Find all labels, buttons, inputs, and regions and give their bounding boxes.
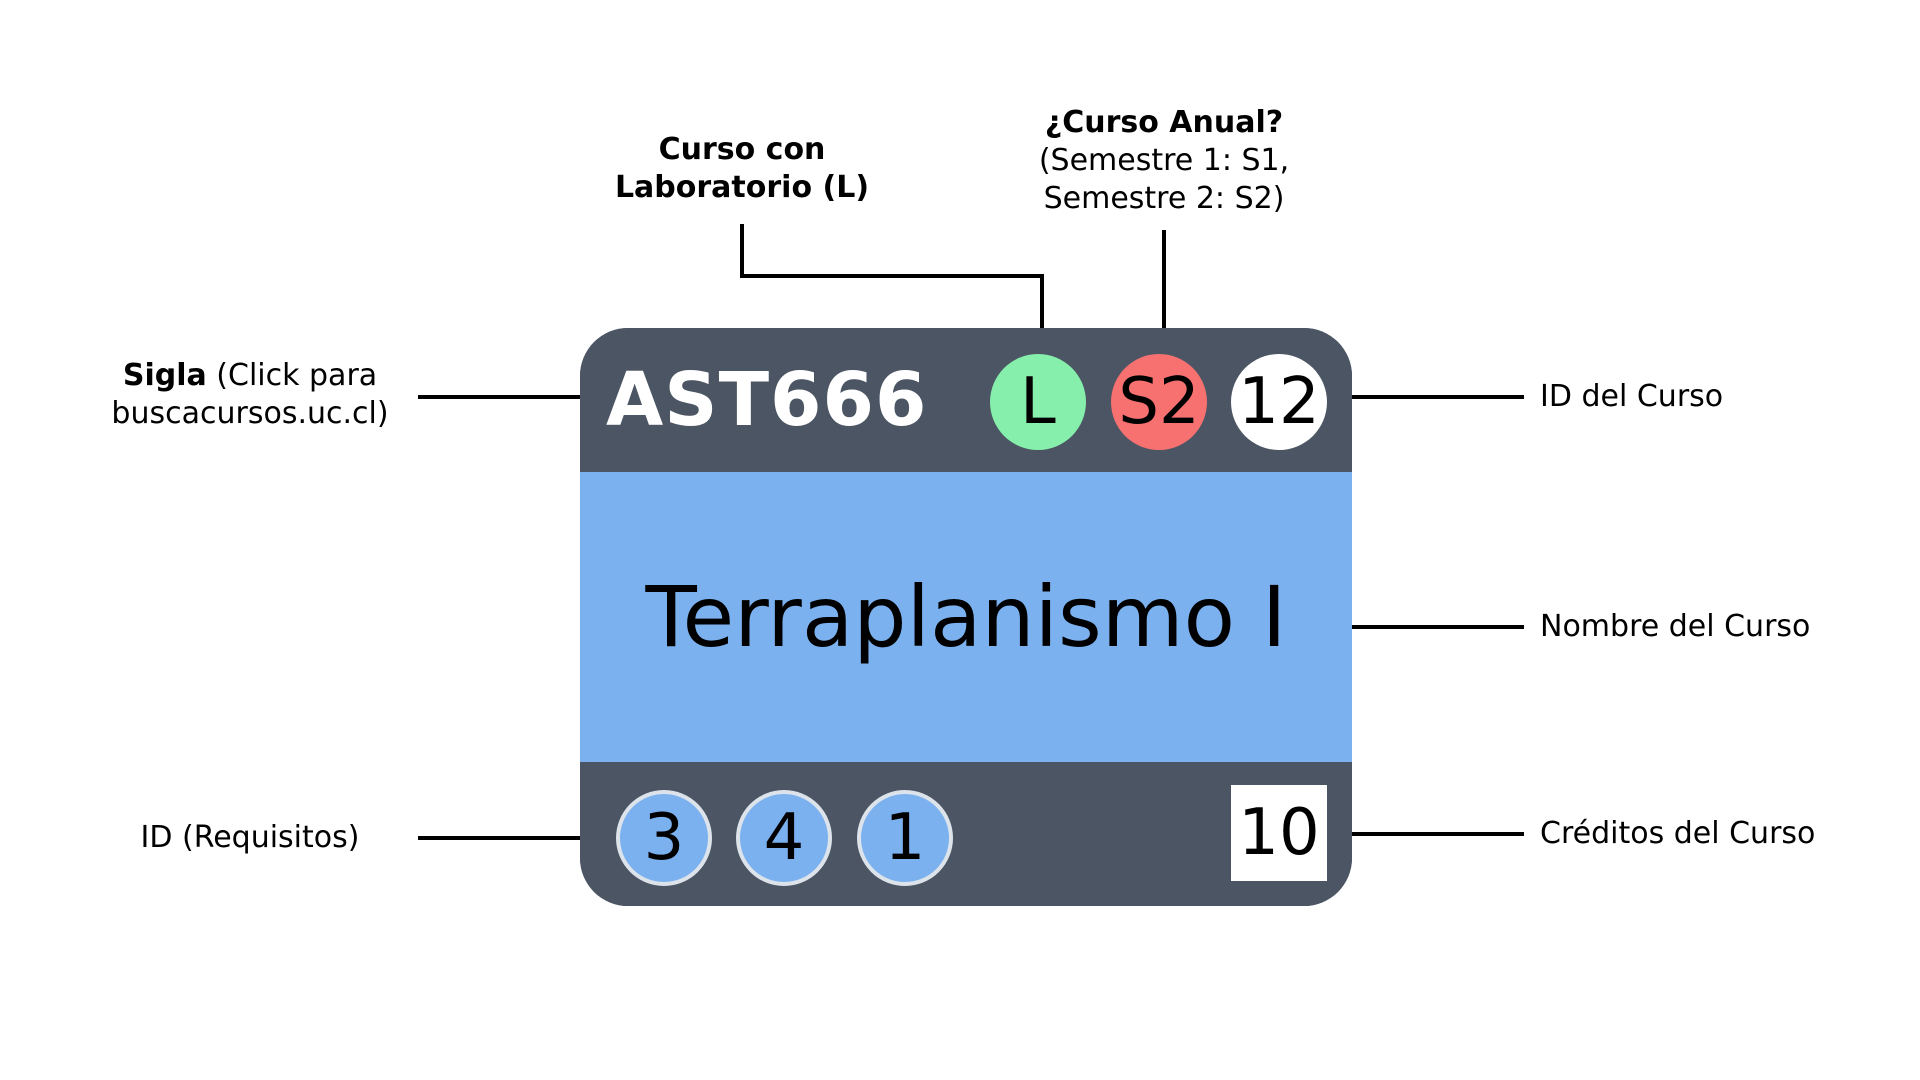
callout-course-name: Nombre del Curso	[1540, 609, 1811, 644]
credits-box: 10	[1231, 785, 1327, 881]
connector-lab	[740, 224, 1044, 330]
callout-lab: Curso con Laboratorio (L)	[592, 131, 892, 207]
course-card: AST666 L S2 12 Terraplanismo I 3 4 1 10	[580, 328, 1352, 906]
callout-requirements: ID (Requisitos)	[140, 820, 360, 855]
semester-badge: S2	[1111, 354, 1207, 450]
callout-annual-line2: (Semestre 1: S1,	[1038, 143, 1290, 178]
card-body: Terraplanismo I	[580, 472, 1352, 762]
callout-sigla-line2: buscacursos.uc.cl)	[111, 396, 389, 431]
callout-annual-line1: ¿Curso Anual?	[1044, 105, 1284, 140]
course-name: Terraplanismo I	[645, 568, 1287, 666]
callout-sigla-rest: (Click para	[206, 358, 378, 393]
card-header: AST666 L S2 12	[580, 328, 1352, 472]
callout-lab-line1: Curso con	[658, 132, 826, 167]
course-id-badge: 12	[1231, 354, 1327, 450]
callout-annual-line3: Semestre 2: S2)	[1043, 181, 1285, 216]
callout-credits: Créditos del Curso	[1540, 816, 1816, 851]
card-footer: 3 4 1 10	[580, 762, 1352, 906]
callout-lab-line2: Laboratorio (L)	[614, 170, 870, 205]
callout-sigla-bold: Sigla	[122, 358, 207, 393]
callout-sigla-line1: Sigla (Click para	[90, 357, 410, 395]
requirement-badge: 4	[736, 790, 832, 886]
callout-annual: ¿Curso Anual? (Semestre 1: S1, Semestre …	[1014, 104, 1314, 218]
requirement-badge: 1	[857, 790, 953, 886]
course-sigla-link[interactable]: AST666	[606, 357, 928, 443]
callout-sigla: Sigla (Click para buscacursos.uc.cl)	[90, 357, 410, 433]
lab-badge: L	[990, 354, 1086, 450]
requirement-badge: 3	[616, 790, 712, 886]
callout-course-id: ID del Curso	[1540, 379, 1724, 414]
